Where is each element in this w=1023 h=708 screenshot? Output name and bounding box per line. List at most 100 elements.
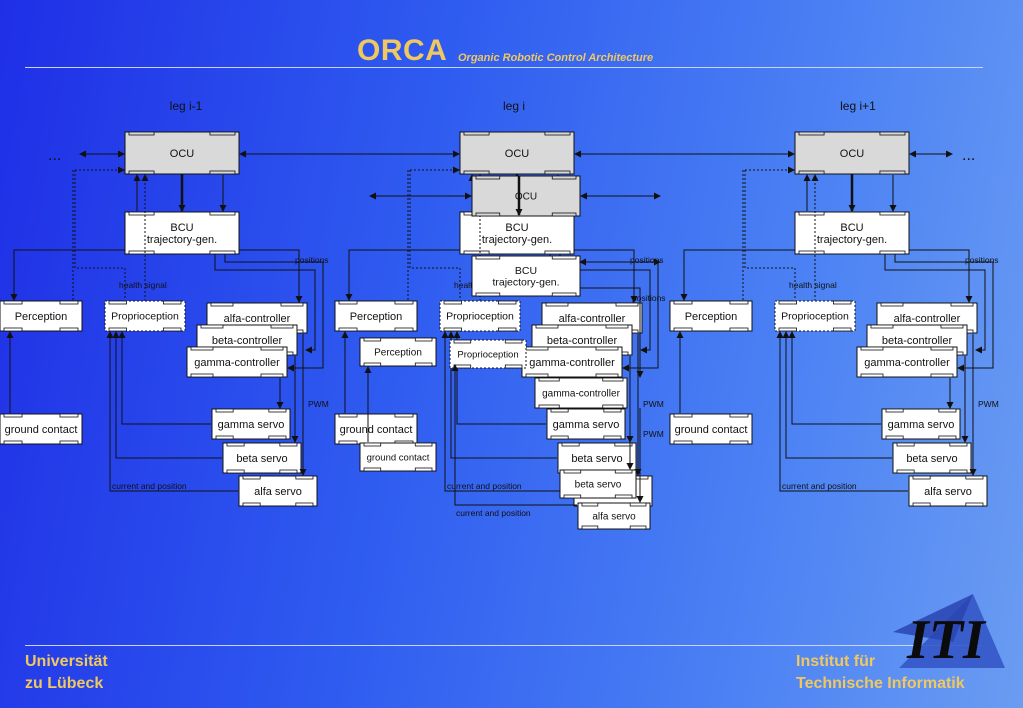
leg0-perception-block-box xyxy=(0,300,83,332)
leg1-proprioception-block-notch xyxy=(443,327,463,332)
leg1-beta-servo-block-box xyxy=(557,442,637,474)
leg2-gamma-servo-block-notch xyxy=(885,408,904,413)
leg1-fb-alfa xyxy=(441,331,573,492)
leg2-perception-ocu-dash xyxy=(742,166,795,300)
footer-institute-line1: Institut für xyxy=(796,653,876,670)
leg1b-beta-servo-block-label: beta servo xyxy=(575,480,622,491)
leg2-perception-block-label: Perception xyxy=(685,311,738,323)
leg0-bcu-block-box xyxy=(124,211,240,255)
leg2-beta-servo-block-box xyxy=(892,442,972,474)
leg0-proprioception-block-notch xyxy=(108,300,128,305)
leg1b-gamma-controller-block-notch xyxy=(538,377,560,382)
leg1-gamma-servo-block: gamma servo xyxy=(546,408,626,440)
leg2-bcu-block-notch xyxy=(879,250,906,255)
leg2-gamma-controller-block-notch xyxy=(930,373,954,378)
leg1-proprioception-block: Proprioception xyxy=(439,300,521,332)
leg2-beta-servo-block-label: beta servo xyxy=(906,453,957,465)
leg1b-perception-block-notch xyxy=(363,337,382,342)
leg1b-ground-contact-block-notch xyxy=(363,467,382,472)
leg0-gamma-controller-block: gamma-controller xyxy=(186,346,288,378)
leg1-ocu-block-label: OCU xyxy=(505,148,530,160)
leg1b-ground-contact-block-label: ground contact xyxy=(367,452,430,463)
ellipsis-right: ... xyxy=(962,147,975,164)
page-subtitle: Organic Robotic Control Architecture xyxy=(458,52,654,64)
leg1b-ocu-block-label: OCU xyxy=(515,192,537,203)
leg0-alfa-servo-block-notch xyxy=(242,475,261,480)
leg1-ground-contact-block-label: ground contact xyxy=(340,424,413,436)
leg2-health-dash xyxy=(744,170,796,300)
leg0-gamma-controller-block-notch xyxy=(260,373,284,378)
leg1-current-position-label: current and position xyxy=(447,481,522,491)
leg1-beta-controller-block-notch xyxy=(535,324,559,329)
leg0-perception-block-notch xyxy=(59,300,79,305)
leg1b-ground-contact-block: ground contact xyxy=(359,442,437,472)
leg-label-0: leg i-1 xyxy=(170,99,203,113)
leg1-ocu-block: OCU xyxy=(459,131,575,175)
leg1b-proprioception-block-label: Proprioception xyxy=(457,349,518,360)
leg0-ocu-block-label: OCU xyxy=(170,148,195,160)
leg1b-proprioception-block-notch xyxy=(453,364,472,369)
leg1b-perception-block-label: Perception xyxy=(374,348,422,359)
leg1-beta-servo-block-notch xyxy=(614,442,633,447)
leg1b-perception-block: Perception xyxy=(359,337,437,367)
leg2-fb-gamma xyxy=(788,331,881,425)
leg1-gamma-controller-block-label: gamma-controller xyxy=(529,357,615,369)
leg1b-pwm-label: PWM xyxy=(643,429,664,439)
leg2-gamma-controller-block-notch xyxy=(860,373,884,378)
leg1-proprioception-block-box xyxy=(439,300,521,332)
leg1-perception-block-label: Perception xyxy=(350,311,403,323)
leg0-bcu-block-label: BCU xyxy=(170,222,193,234)
leg2-ground-contact-block-box xyxy=(669,413,753,445)
leg2-perception-block-box xyxy=(669,300,753,332)
leg2-fb-beta xyxy=(782,331,892,459)
leg0-ground-contact-block-notch xyxy=(59,440,79,445)
leg1-perception-block-notch xyxy=(394,300,414,305)
leg0-perception-block-label: Perception xyxy=(15,311,68,323)
leg2-health-label: health signal xyxy=(789,280,837,290)
leg1b-proprioception-block-box xyxy=(449,339,527,369)
leg2-beta-servo-block-notch xyxy=(949,469,968,474)
leg0-gamma-servo-block-notch xyxy=(215,408,234,413)
leg2-gamma-controller-block-label: gamma-controller xyxy=(864,357,950,369)
leg1b-ground-contact-block-notch xyxy=(414,467,433,472)
leg0-ocu-block-notch xyxy=(209,131,236,136)
leg0-ground-contact-block: ground contact xyxy=(0,413,83,445)
leg-label-1: leg i xyxy=(503,99,525,113)
leg1b-perception-block-box xyxy=(359,337,437,367)
leg0-ground-contact-block-notch xyxy=(3,413,23,418)
leg0-ocu-block-notch xyxy=(209,170,236,175)
leg2-perception-block: Perception xyxy=(669,300,753,332)
footer-rule xyxy=(25,645,983,646)
leg0-ground-contact-block-box xyxy=(0,413,83,445)
leg0-beta-servo-block-notch xyxy=(226,442,245,447)
leg2-alfa-servo-block-box xyxy=(908,475,988,507)
leg1-beta-controller-block-notch xyxy=(605,324,629,329)
leg1b-beta-servo-block-box xyxy=(559,469,637,499)
leg1-beta-controller-block-label: beta-controller xyxy=(547,335,618,347)
leg1-ocu-block-box xyxy=(459,131,575,175)
leg1-bcu-block-notch xyxy=(544,250,571,255)
leg0-proprioception-block: Proprioception xyxy=(104,300,186,332)
leg2-bcu-block-box xyxy=(794,211,910,255)
leg1-gamma-controller-block-notch xyxy=(595,373,619,378)
leg1b-ground-contact-block-notch xyxy=(414,442,433,447)
leg0-beta-servo-block-notch xyxy=(279,442,298,447)
leg0-alfa-servo-block-notch xyxy=(242,502,261,507)
footer-university-line1: Universität xyxy=(25,653,108,670)
leg1b-perception-block-notch xyxy=(414,362,433,367)
leg0-alfa-servo-block-notch xyxy=(295,502,314,507)
leg0-beta-controller-block-label: beta-controller xyxy=(212,335,283,347)
leg2-bcu-to-perception xyxy=(680,249,795,301)
leg2-alfa-controller-block-notch xyxy=(950,302,974,307)
leg2-positions-to-alfa xyxy=(909,249,973,303)
leg2-positions-label: positions xyxy=(965,255,999,265)
leg2-gamma-controller-block-notch xyxy=(860,346,884,351)
leg2-alfa-controller-block-notch xyxy=(880,302,904,307)
leg2-gamma-servo-block-label: gamma servo xyxy=(888,419,955,431)
leg1b-fb-alfa xyxy=(451,364,577,506)
leg2-beta-controller-block-notch xyxy=(870,324,894,329)
leg0-perception-block: Perception xyxy=(0,300,83,332)
leg1b-alfa-servo-block-box xyxy=(577,502,651,530)
leg2-perception-block-notch xyxy=(673,300,693,305)
